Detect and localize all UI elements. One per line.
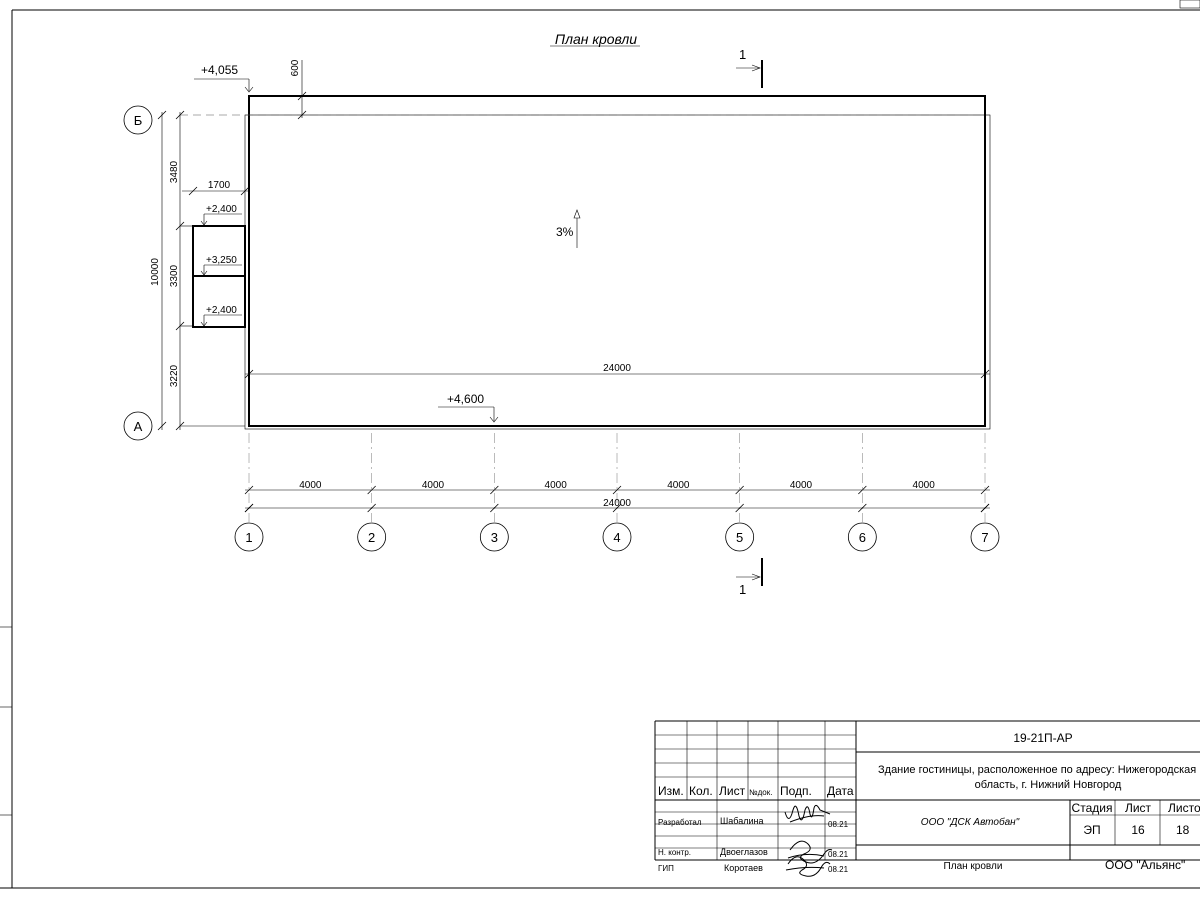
signer-name-1: Шабалина xyxy=(720,816,763,826)
bay-tick xyxy=(490,485,499,495)
svg-text:1700: 1700 xyxy=(208,180,231,191)
signature-razrabotal xyxy=(784,804,831,823)
svg-text:+2,400: +2,400 xyxy=(206,204,237,215)
svg-text:+4,600: +4,600 xyxy=(447,392,484,406)
column-axis-marker xyxy=(479,522,509,552)
bay-dimension-label: 4000 xyxy=(913,480,936,491)
elevation-mark-annex-bottom: +2,400 xyxy=(200,305,242,327)
bay-dimension-label: 4000 xyxy=(667,480,690,491)
header-kol: Кол. xyxy=(689,784,713,798)
signer-role-2: Н. контр. xyxy=(658,848,691,857)
header-list: Лист xyxy=(719,784,746,798)
header-izm: Изм. xyxy=(658,784,684,798)
header-podp: Подп. xyxy=(780,784,812,798)
svg-text:+3,250: +3,250 xyxy=(206,255,237,266)
elevation-mark-annex-top: +2,400 xyxy=(200,204,242,226)
column-axis-marker xyxy=(602,522,632,552)
svg-text:1: 1 xyxy=(739,47,746,62)
column-axis-label: 4 xyxy=(613,530,620,545)
column-axis-label: 7 xyxy=(981,530,988,545)
svg-text:+2,400: +2,400 xyxy=(206,305,237,316)
svg-text:3480: 3480 xyxy=(169,160,180,183)
column-axis-label: 1 xyxy=(245,530,252,545)
sheet-header: Лист xyxy=(1125,801,1152,815)
dimension-annex-width: 1700 xyxy=(182,180,250,196)
column-axis-marker xyxy=(847,522,877,552)
dimension-left-total: 10000 xyxy=(150,110,167,431)
sheets-header: Листов xyxy=(1168,801,1200,815)
developer-org: ООО "ДСК Автобан" xyxy=(921,816,1020,828)
bay-tick xyxy=(980,485,990,495)
signer-date-2: 08.21 xyxy=(828,850,849,859)
column-axes-layer: 1 2 3 4 5 6 7 4000 4000 4000 4000 4000 4000 xyxy=(234,433,1000,552)
section-mark-top: 1 xyxy=(736,47,763,88)
sheets-value: 18 xyxy=(1176,823,1190,837)
bay-dimension-label: 4000 xyxy=(422,480,445,491)
bay-tick xyxy=(244,485,254,495)
column-axis-marker xyxy=(234,522,264,552)
signer-name-2: Двоеглазов xyxy=(720,847,768,857)
section-mark-bottom: 1 xyxy=(736,558,763,597)
signer-date-1: 08.21 xyxy=(828,820,849,829)
header-ndok: №док. xyxy=(749,788,772,797)
column-axis-marker xyxy=(970,522,1000,552)
svg-text:10000: 10000 xyxy=(150,258,161,286)
annex-outline xyxy=(192,225,246,328)
signer-name-3: Коротаев xyxy=(724,863,763,873)
signer-date-3: 08.21 xyxy=(828,865,849,874)
svg-text:А: А xyxy=(134,419,143,434)
svg-text:Б: Б xyxy=(134,113,143,128)
dimension-parapet-offset: 600 xyxy=(290,59,307,120)
row-axis-a: А xyxy=(123,411,153,441)
column-axis-marker xyxy=(725,522,755,552)
bay-dimension-label: 4000 xyxy=(545,480,568,491)
svg-text:3220: 3220 xyxy=(169,364,180,387)
bay-tick xyxy=(735,485,744,495)
doc-code: 19-21П-АР xyxy=(1013,731,1072,745)
drawing-title: План кровли xyxy=(555,31,637,47)
bay-tick xyxy=(612,485,622,495)
signature-gip xyxy=(785,856,831,877)
object-name-line1: Здание гостиницы, расположенное по адрес… xyxy=(878,764,1196,776)
svg-text:24000: 24000 xyxy=(603,363,631,374)
roof-outline xyxy=(244,95,991,430)
svg-text:600: 600 xyxy=(290,59,301,76)
company-name: ООО "Альянс" xyxy=(1105,858,1185,872)
slope-arrowhead xyxy=(573,209,581,219)
slope-label: 3% xyxy=(556,225,574,239)
svg-text:3300: 3300 xyxy=(169,264,180,287)
dimension-inner-length: 24000 xyxy=(244,363,990,379)
bay-tick xyxy=(367,485,376,495)
dimension-left-segments: 3480 3300 3220 xyxy=(169,110,193,431)
sheet-name: План кровли xyxy=(944,861,1003,872)
elevation-mark-roof-top-left: +4,055 xyxy=(194,63,254,93)
column-axis-label: 5 xyxy=(736,530,743,545)
signer-role-3: ГИП xyxy=(658,864,674,873)
title-block xyxy=(654,720,1200,861)
object-name-line2: область, г. Нижний Новгород xyxy=(975,779,1122,791)
column-axis-label: 2 xyxy=(368,530,375,545)
bay-dimension-label: 4000 xyxy=(790,480,813,491)
bay-dimension-label: 4000 xyxy=(299,480,322,491)
svg-text:24000: 24000 xyxy=(603,498,631,509)
stage-value: ЭП xyxy=(1083,823,1100,837)
sheet-value: 16 xyxy=(1131,823,1145,837)
row-axis-b: Б xyxy=(123,105,153,135)
elevation-mark-roof-bottom: +4,600 xyxy=(438,392,499,423)
dimension-bottom-total: 24000 xyxy=(244,498,990,513)
column-axis-label: 3 xyxy=(491,530,498,545)
bay-tick xyxy=(858,485,867,495)
svg-text:1: 1 xyxy=(739,582,746,597)
stage-header: Стадия xyxy=(1072,801,1113,815)
svg-text:+4,055: +4,055 xyxy=(201,63,238,77)
column-axis-label: 6 xyxy=(859,530,866,545)
elevation-mark-annex-mid: +3,250 xyxy=(200,255,242,276)
column-axis-marker xyxy=(357,522,387,552)
header-data: Дата xyxy=(827,784,854,798)
signer-role-1: Разработал xyxy=(658,818,702,827)
